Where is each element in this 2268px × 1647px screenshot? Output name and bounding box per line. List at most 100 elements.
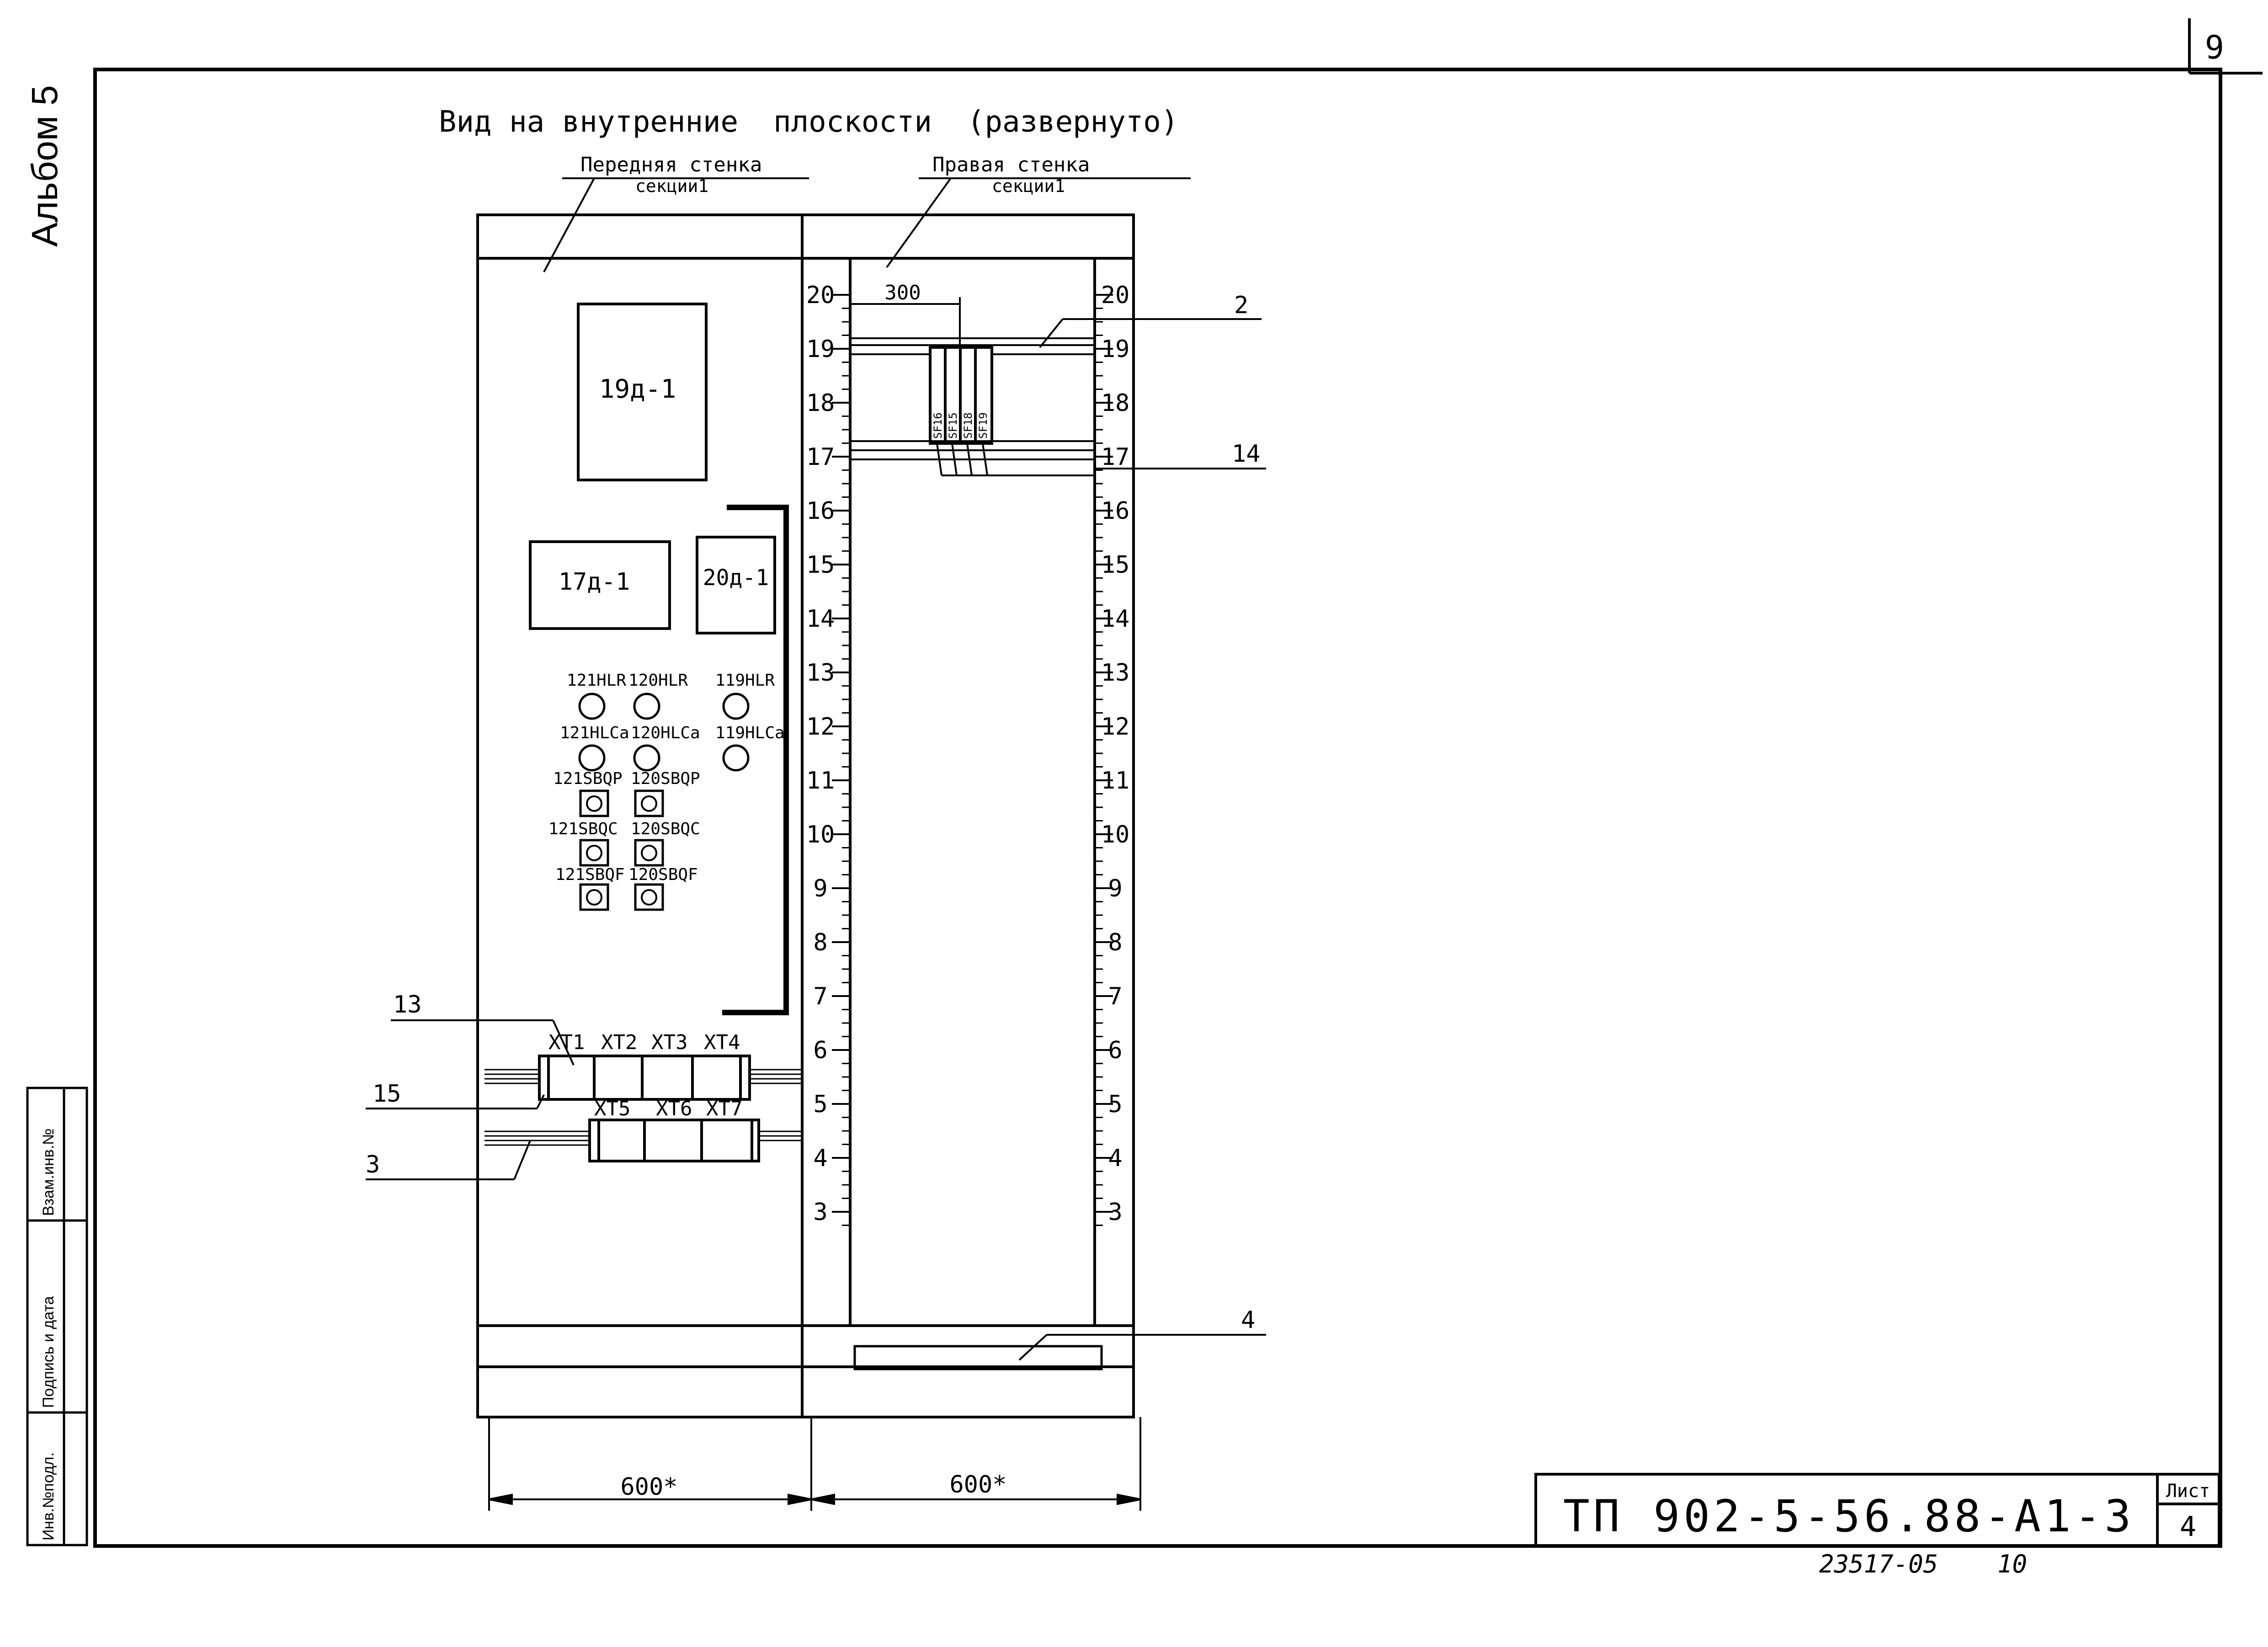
button-121sbqf-knob bbox=[586, 889, 602, 906]
title-block-sheet-value: 4 bbox=[2180, 1511, 2196, 1543]
stamp-signature-date: Подпись и дата bbox=[40, 1296, 57, 1408]
indicator-panel: 121HLR 120HLR 119HLR 121HLCa 120HLCa 119… bbox=[548, 671, 785, 911]
scale-right-label: 11 bbox=[1101, 767, 1130, 794]
device-17d-label: 17д-1 bbox=[559, 568, 630, 596]
scale-right-label: 13 bbox=[1101, 659, 1130, 687]
device-17d-box bbox=[529, 540, 671, 630]
breakers-block bbox=[929, 346, 1095, 476]
din-rail-bracket bbox=[722, 505, 789, 1015]
bottom-rail bbox=[853, 1345, 1103, 1370]
scale-left-label: 12 bbox=[806, 713, 835, 741]
scale-left-label: 20 bbox=[806, 282, 835, 309]
callout-2-leader bbox=[1039, 318, 1064, 348]
title-block bbox=[1534, 1473, 2220, 1547]
button-121sbqf bbox=[579, 883, 609, 911]
scale-left-label: 19 bbox=[806, 336, 835, 363]
scale-right-label: 9 bbox=[1108, 875, 1122, 902]
callout-15: 15 bbox=[373, 1080, 401, 1108]
front-wall-leader-arrow bbox=[543, 178, 595, 272]
scale-right-label: 18 bbox=[1101, 389, 1130, 417]
breaker-sf15: SF15 bbox=[947, 412, 959, 439]
scale-right-label: 8 bbox=[1108, 929, 1122, 956]
scale-left-label: 15 bbox=[806, 551, 835, 579]
button-120sbqp-knob bbox=[641, 795, 657, 812]
scale-right-label: 15 bbox=[1101, 551, 1130, 579]
dim-left-600: 600* bbox=[620, 1473, 677, 1501]
terminal-xt6: XT6 bbox=[656, 1097, 692, 1120]
breaker-sf19: SF19 bbox=[977, 412, 990, 439]
breaker-sf18: SF18 bbox=[962, 412, 974, 439]
scale-right-label: 12 bbox=[1101, 713, 1130, 741]
front-wall-label: Передняя стенка bbox=[580, 153, 762, 176]
label-120sbqf: 120SBQF bbox=[628, 865, 698, 884]
terminal-xt7: XT7 bbox=[706, 1097, 742, 1120]
callout-3: 3 bbox=[366, 1151, 380, 1178]
wire-bundles bbox=[484, 1069, 802, 1146]
title-block-code: ТП 902-5-56.88-А1-3 bbox=[1563, 1491, 2135, 1542]
bottom-dimensions bbox=[488, 1417, 1141, 1511]
sheet-frame bbox=[93, 18, 2263, 1548]
scale-left-label: 3 bbox=[813, 1199, 827, 1226]
right-wall-leader-arrow bbox=[886, 177, 952, 268]
scale-left-label: 10 bbox=[806, 821, 835, 848]
scale-left-label: 8 bbox=[813, 929, 827, 956]
terminal-xt3: XT3 bbox=[651, 1031, 687, 1054]
lamp-120hlr bbox=[633, 693, 660, 720]
side-stamp bbox=[26, 1087, 88, 1546]
button-121sbqp-knob bbox=[586, 795, 602, 812]
album-label: Альбом 5 bbox=[24, 85, 65, 247]
callout-3-leader bbox=[513, 1140, 531, 1180]
scale-right-label: 7 bbox=[1108, 983, 1122, 1010]
label-120hlca: 120HLCa bbox=[631, 724, 700, 742]
label-120sbqp: 120SBQP bbox=[631, 769, 700, 788]
terminal-row-2 bbox=[588, 1119, 760, 1162]
archive-number: 23517-05 bbox=[1819, 1550, 1938, 1578]
label-119hlr: 119HLR bbox=[715, 671, 775, 690]
breaker-sf16: SF16 bbox=[932, 412, 944, 439]
scale-left-label: 16 bbox=[806, 497, 835, 525]
scale-right-label: 3 bbox=[1108, 1199, 1122, 1226]
device-20d-label: 20д-1 bbox=[703, 565, 769, 591]
scale-right-label: 19 bbox=[1101, 336, 1130, 363]
scale-left-label: 6 bbox=[813, 1037, 827, 1064]
label-121hlca: 121HLCa bbox=[560, 724, 629, 742]
cabinet-outline bbox=[476, 213, 1135, 1418]
scale-left-label: 7 bbox=[813, 983, 827, 1010]
lamp-120hlca bbox=[633, 744, 660, 772]
scale-right-label: 5 bbox=[1108, 1091, 1122, 1118]
scale-right-label: 4 bbox=[1108, 1145, 1122, 1172]
scale-right-label: 6 bbox=[1108, 1037, 1122, 1064]
device-20d-box bbox=[696, 536, 776, 634]
scale-left-label: 9 bbox=[813, 875, 827, 902]
label-121hlr: 121HLR bbox=[567, 671, 626, 690]
scale-right-label: 20 bbox=[1101, 282, 1130, 309]
terminal-xt2: XT2 bbox=[601, 1031, 637, 1054]
lamp-119hlca bbox=[722, 744, 750, 772]
title-block-sheet-label: Лист bbox=[2166, 1481, 2210, 1502]
scale-right-label: 10 bbox=[1101, 821, 1130, 848]
label-119hlca: 119HLCa bbox=[715, 724, 785, 742]
terminal-xt4: XT4 bbox=[704, 1031, 740, 1054]
terminal-xt5: XT5 bbox=[594, 1097, 630, 1120]
scale-left-label: 17 bbox=[806, 443, 835, 471]
scale-left-label: 11 bbox=[806, 767, 835, 794]
scale-left-label: 14 bbox=[806, 605, 835, 633]
device-19d-label: 19д-1 bbox=[599, 374, 676, 404]
callout-4: 4 bbox=[1241, 1306, 1255, 1334]
stamp-inventory-original: Инв.№подл. bbox=[40, 1452, 57, 1540]
right-wall-label: Правая стенка bbox=[932, 153, 1090, 176]
front-wall-label-section: секции1 bbox=[635, 176, 708, 196]
callout-14: 14 bbox=[1232, 440, 1261, 468]
button-120sbqf bbox=[634, 883, 664, 911]
label-120sbqc: 120SBQC bbox=[631, 820, 700, 838]
scale-left-label: 18 bbox=[806, 389, 835, 417]
button-120sbqp bbox=[634, 789, 664, 817]
dim-right-600: 600* bbox=[949, 1471, 1006, 1498]
scale-right-label: 16 bbox=[1101, 497, 1130, 525]
right-wall-wires bbox=[850, 337, 1095, 460]
label-121sbqc: 121SBQC bbox=[548, 820, 618, 838]
view-title: Вид на внутренние плоскости (развернуто) bbox=[439, 105, 1178, 139]
